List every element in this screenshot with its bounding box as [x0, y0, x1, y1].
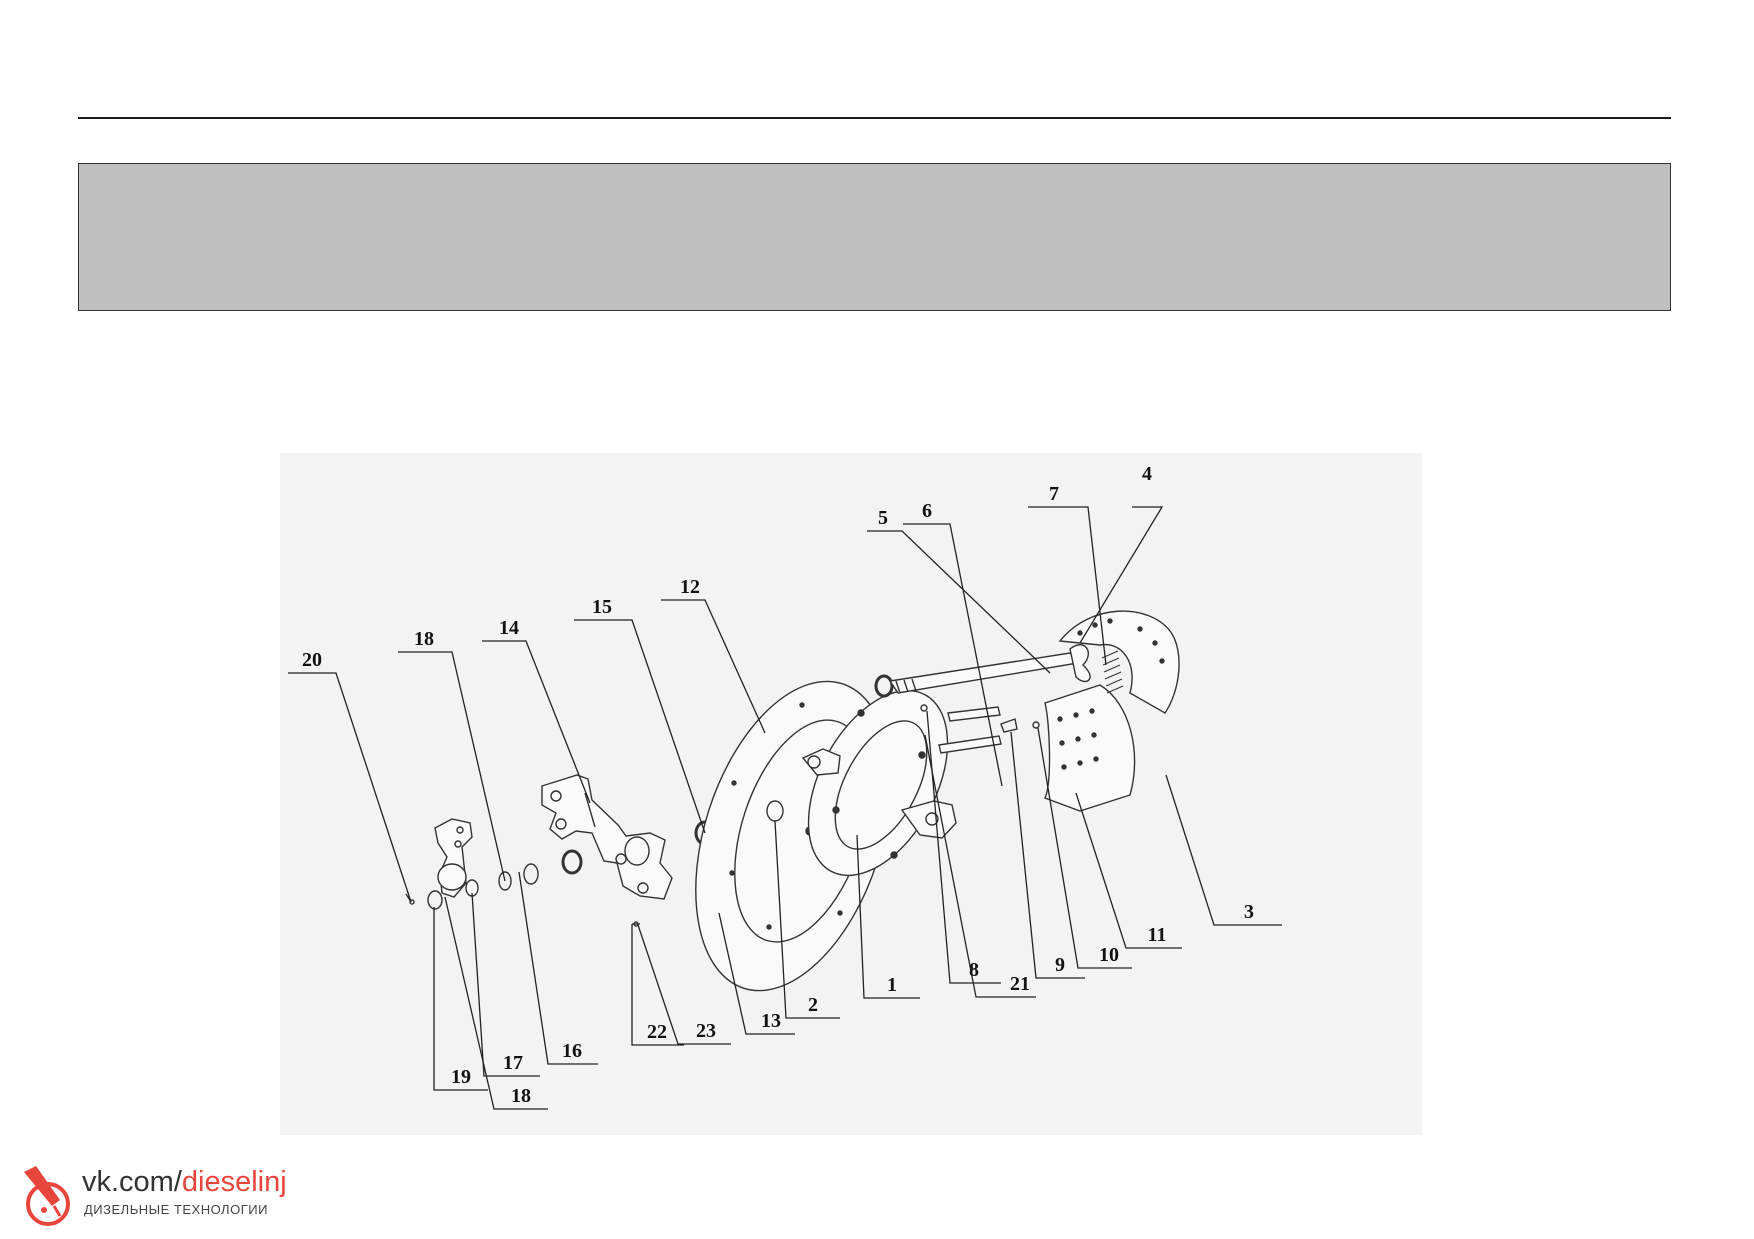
header-banner — [78, 163, 1671, 311]
part-19-cam-lever — [434, 818, 479, 898]
part-label-14: 14 — [499, 617, 519, 639]
part-label-15: 15 — [592, 596, 612, 618]
part-label-16: 16 — [562, 1040, 582, 1062]
part-label-13: 13 — [761, 1010, 781, 1032]
part-14-bracket — [541, 774, 673, 900]
part-label-7: 7 — [1049, 483, 1059, 505]
part-label-10: 10 — [1099, 944, 1119, 966]
part-label-3: 3 — [1244, 901, 1254, 923]
header-rule — [78, 117, 1671, 119]
part-label-2: 2 — [808, 994, 818, 1016]
part-3-brake-shoe-lower — [1044, 684, 1136, 812]
part-label-8: 8 — [969, 959, 979, 981]
part-9-link — [1000, 718, 1018, 733]
watermark-url-accent: dieselinj — [181, 1166, 287, 1198]
part-1-brake-spider — [801, 689, 957, 877]
watermark-url: vk.com/dieselinj — [82, 1166, 287, 1199]
watermark-subtitle: ДИЗЕЛЬНЫЕ ТЕХНОЛОГИИ — [84, 1202, 268, 1217]
part-4-brake-shoe-upper — [1058, 610, 1180, 714]
part-label-17: 17 — [503, 1052, 523, 1074]
part-label-6: 6 — [922, 500, 932, 522]
part-10-clip — [1032, 721, 1040, 729]
part-label-21: 21 — [1010, 973, 1030, 995]
part-label-12: 12 — [680, 576, 700, 598]
part-16-seal — [561, 849, 583, 875]
part-22-23-bolt — [632, 921, 640, 927]
part-label-4: 4 — [1142, 463, 1152, 485]
part-17-ring — [523, 863, 539, 885]
part-5-camshaft — [888, 644, 1091, 694]
part-label-11: 11 — [1147, 924, 1167, 946]
leader-lines — [288, 506, 1282, 1110]
part-label-18-top: 18 — [414, 628, 434, 650]
part-6-washer — [874, 674, 894, 698]
part-label-9: 9 — [1055, 954, 1065, 976]
watermark: vk.com/dieselinj ДИЗЕЛЬНЫЕ ТЕХНОЛОГИИ — [14, 1160, 314, 1230]
part-label-1: 1 — [887, 974, 897, 996]
watermark-url-prefix: vk.com/ — [82, 1166, 182, 1198]
part-label-22: 22 — [647, 1021, 667, 1043]
part-label-18-bottom: 18 — [511, 1085, 531, 1107]
part-18-washer-right — [498, 871, 512, 891]
diesel-injector-logo-icon — [24, 1166, 70, 1226]
part-label-5: 5 — [878, 507, 888, 529]
brake-assembly-svg — [288, 506, 1282, 1110]
part-label-20: 20 — [302, 649, 322, 671]
exploded-view-drawing: 20 18 14 15 12 6 5 4 7 3 11 10 9 8 21 1 … — [280, 453, 1422, 1135]
part-label-23: 23 — [696, 1020, 716, 1042]
part-18-washer-left — [427, 890, 443, 910]
part-label-19: 19 — [451, 1066, 471, 1088]
